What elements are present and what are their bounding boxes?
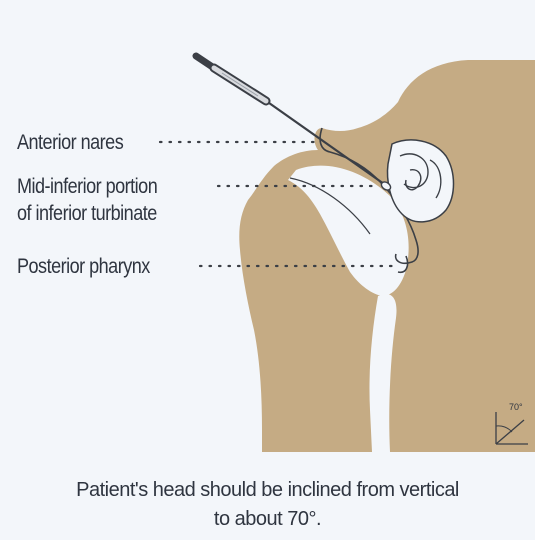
label-mid-inferior-line1: Mid-inferior portion (17, 173, 157, 200)
label-anterior-nares: Anterior nares (17, 129, 123, 156)
caption-line1: Patient's head should be inclined from v… (0, 476, 535, 505)
label-posterior-pharynx: Posterior pharynx (17, 253, 150, 280)
caption: Patient's head should be inclined from v… (0, 476, 535, 534)
angle-value-label: 70° (509, 402, 523, 412)
label-mid-inferior-line2: of inferior turbinate (17, 200, 157, 227)
label-mid-inferior-turbinate: Mid-inferior portion of inferior turbina… (17, 173, 157, 227)
swab-icon (196, 56, 266, 101)
caption-line2: to about 70°. (0, 505, 535, 534)
